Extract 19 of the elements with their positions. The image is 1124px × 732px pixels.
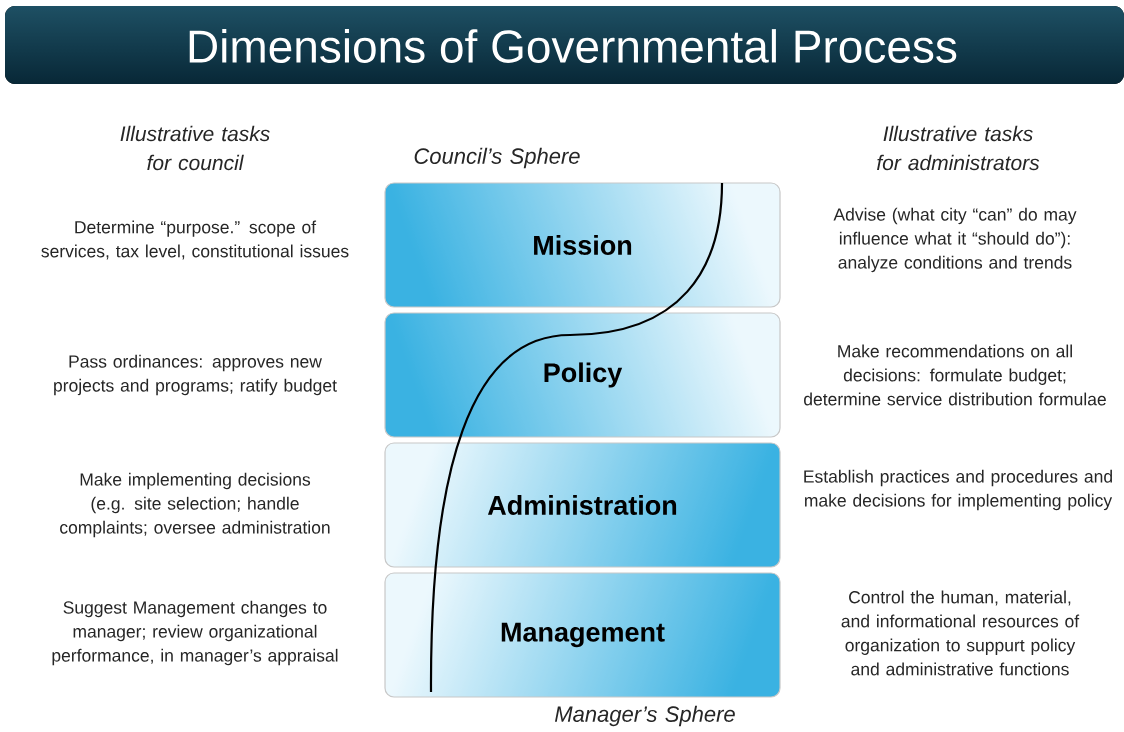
process-band (384, 442, 781, 568)
band-label: Policy (544, 362, 623, 388)
process-band (384, 572, 781, 698)
task-description: Establish practices and procedures and make decisions for implementing policy (804, 469, 1113, 511)
band-label: Mission (534, 235, 632, 255)
task-description: Make recommendations on all decisions: formulate budget; determine service distribution formulae (804, 344, 1106, 406)
task-description: Make implementing decisions (e.g. site selection; handle complaints; oversee administration (60, 472, 330, 538)
task-description: Pass ordinances: approves new projects and programs; ratify budget (54, 354, 337, 396)
column-heading: Illustrative tasks for administrators (877, 125, 1040, 171)
process-band (384, 312, 781, 438)
column-heading: Illustrative tasks for council (120, 125, 270, 171)
title-bar: Dimensions of Governmental Process (5, 6, 1124, 84)
task-description: Control the human, material, and informational resources of organization to suppurt policy and administrative functions (841, 590, 1080, 676)
task-description: Advise (what city “can” do may influence what it “should do”): analyze conditions and trends (833, 207, 1077, 273)
band-label: Administration (487, 495, 677, 515)
task-description: Determine “purpose.” scope of services, tax level, constitutional issues (41, 220, 349, 260)
process-band (384, 182, 781, 308)
task-description: Suggest Management changes to manager; review organizational performance, in manager’s appraisal (52, 600, 338, 666)
band-label: Management (501, 622, 665, 648)
